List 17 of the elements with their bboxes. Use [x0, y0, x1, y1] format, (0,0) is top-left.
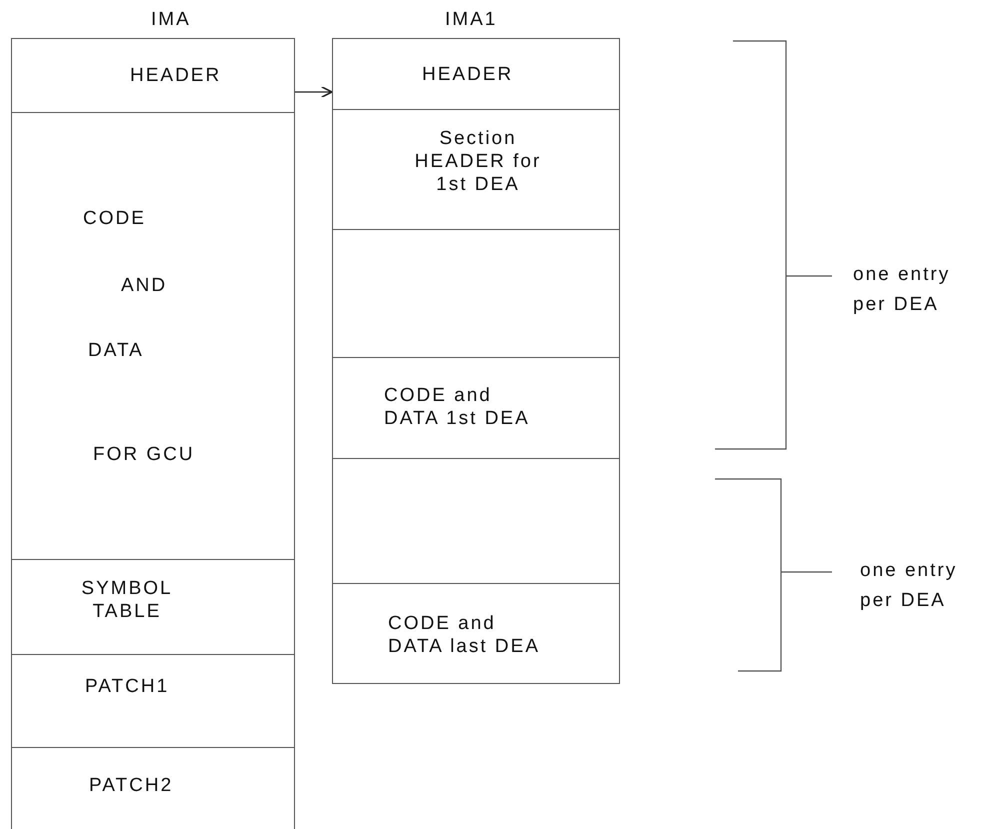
- section-label: CODE and DATA 1st DEA: [384, 384, 531, 430]
- section-label: PATCH1: [85, 675, 170, 698]
- section-label: PATCH2: [89, 774, 174, 797]
- section-label: CODE and DATA last DEA: [388, 612, 541, 658]
- bracket-note: one entry per DEA: [853, 263, 952, 317]
- section-label: FOR GCU: [93, 443, 195, 466]
- section-label: DATA: [88, 339, 144, 362]
- section-label: SYMBOL TABLE: [80, 577, 174, 623]
- section-label: AND: [121, 274, 168, 297]
- section-label: HEADER: [422, 63, 514, 86]
- arrow: [295, 86, 333, 98]
- section-label: HEADER: [130, 64, 222, 87]
- bracket-note: one entry per DEA: [860, 559, 958, 613]
- column-heading: IMA: [151, 9, 191, 31]
- section-label: CODE: [83, 207, 146, 230]
- column-heading: IMA1: [445, 9, 498, 31]
- section-label: Section HEADER for 1st DEA: [414, 127, 542, 196]
